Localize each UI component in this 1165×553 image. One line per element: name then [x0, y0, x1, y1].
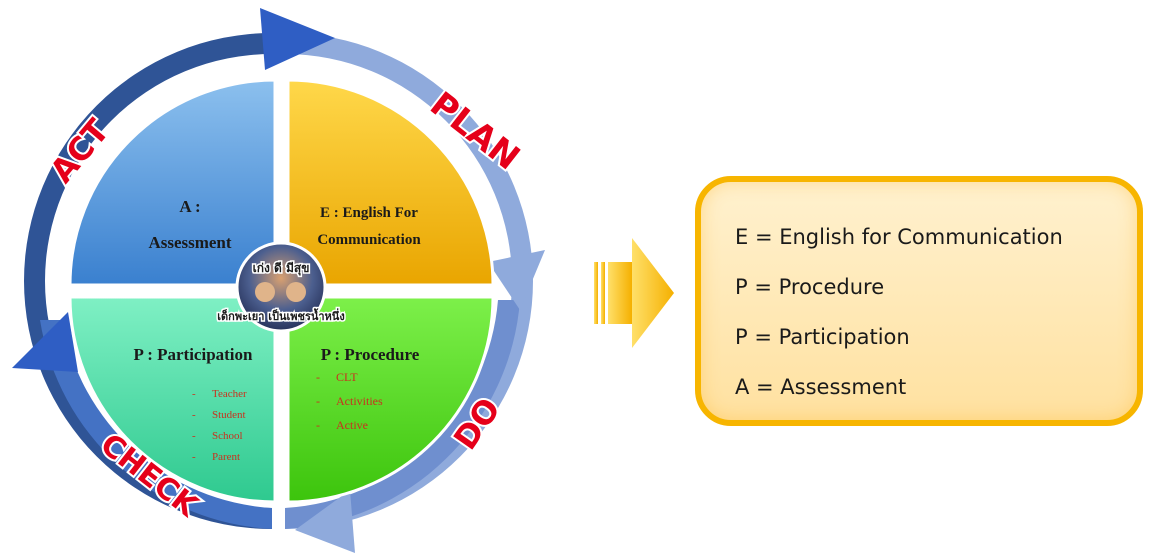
assessment-label-line1: A : — [179, 197, 200, 216]
ring-arrowhead-bottom — [295, 490, 355, 553]
procedure-title: P : Procedure — [321, 345, 420, 364]
ring-arrowhead-left — [12, 312, 78, 372]
quadrant-assessment — [68, 78, 277, 287]
participation-item: Parent — [212, 451, 240, 463]
center-badge-top-text: เก่ง ดี มีสุข — [253, 261, 310, 276]
center-photo-person-1 — [255, 282, 275, 302]
center-badge — [235, 241, 327, 333]
quadrant-english — [286, 78, 495, 287]
procedure-bullet: - — [316, 370, 320, 384]
center-badge-bottom-text: เด็กพะเยา เป็นเพชรน้ำหนึ่ง — [217, 308, 344, 323]
legend-item-assessment: A = Assessment — [735, 375, 907, 399]
arrow-to-legend — [594, 238, 674, 348]
english-label-line1: E : English For — [320, 205, 418, 221]
participation-item: Teacher — [212, 388, 247, 400]
participation-item: Student — [212, 409, 246, 421]
legend-item-english: E = English for Communication — [735, 225, 1063, 249]
procedure-item: Active — [336, 418, 368, 432]
ring-arrowhead-top — [260, 8, 335, 70]
legend-box: E = English for Communication P = Proced… — [695, 176, 1143, 426]
participation-item: School — [212, 430, 243, 442]
procedure-item: CLT — [336, 370, 358, 384]
procedure-items: - CLT - Activities - Active — [316, 370, 383, 432]
ring-arrowhead-right — [488, 250, 545, 310]
english-label-line2: Communication — [317, 232, 421, 248]
participation-bullet: - — [192, 388, 196, 400]
quadrant-procedure — [286, 295, 495, 504]
participation-items: - Teacher - Student - School - Parent — [192, 388, 247, 463]
legend-item-procedure: P = Procedure — [735, 275, 885, 299]
legend-list: E = English for Communication P = Proced… — [735, 212, 1063, 412]
quadrant-participation — [68, 295, 277, 504]
procedure-bullet: - — [316, 394, 320, 408]
procedure-bullet: - — [316, 418, 320, 432]
legend-item-participation: P = Participation — [735, 325, 910, 349]
center-photo-person-2 — [286, 282, 306, 302]
participation-bullet: - — [192, 451, 196, 463]
cycle-ring-bottom-right — [285, 300, 520, 529]
participation-bullet: - — [192, 409, 196, 421]
procedure-item: Activities — [336, 394, 383, 408]
participation-title: P : Participation — [134, 345, 254, 364]
assessment-label-line2: Assessment — [148, 233, 231, 252]
participation-bullet: - — [192, 430, 196, 442]
